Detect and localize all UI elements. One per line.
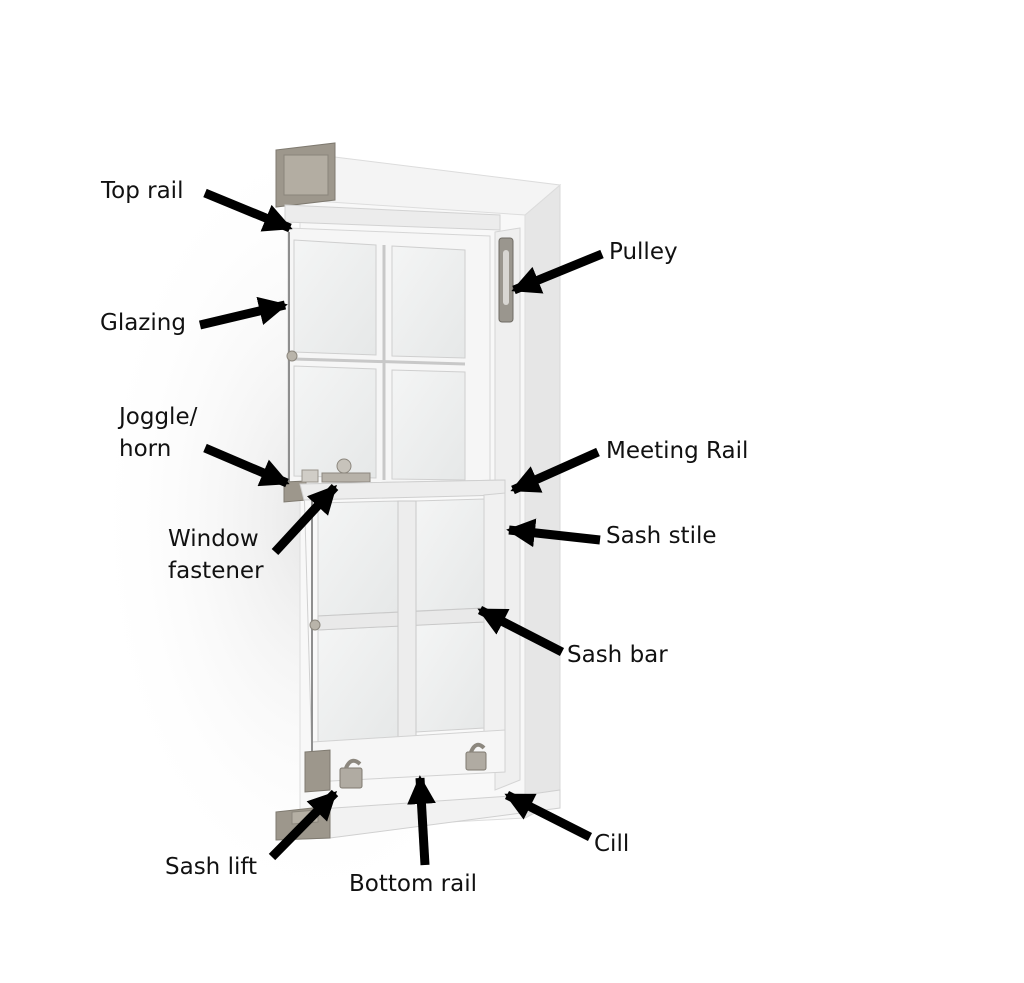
label-glazing: Glazing <box>100 310 186 336</box>
arrow-pulley <box>511 249 604 295</box>
bottom-rail-section <box>304 749 331 793</box>
label-sash-stile: Sash stile <box>606 523 717 549</box>
arrow-sash-lift <box>268 789 339 861</box>
label-meeting-rail: Meeting Rail <box>606 438 749 464</box>
lower-sash <box>299 479 506 783</box>
label-bottom-rail: Bottom rail <box>349 871 478 897</box>
arrow-sash-bar <box>477 605 565 657</box>
sash-lift-icon <box>339 742 487 789</box>
arrow-meeting-rail <box>510 447 600 495</box>
label-window-fastener-line2: fastener <box>168 558 264 584</box>
upper-sash <box>286 227 491 489</box>
arrow-window-fastener <box>271 483 339 556</box>
window-fastener-icon <box>301 458 371 483</box>
label-sash-bar: Sash bar <box>567 642 668 668</box>
label-pulley: Pulley <box>609 239 678 265</box>
label-sash-lift: Sash lift <box>165 854 258 880</box>
pulley-icon <box>498 237 514 323</box>
label-top-rail: Top rail <box>101 178 184 204</box>
arrow-sash-stile <box>506 518 601 548</box>
arrow-joggle <box>203 443 290 488</box>
arrow-bottom-rail <box>407 775 436 866</box>
label-cill: Cill <box>594 831 630 857</box>
label-joggle-line2: horn <box>119 436 172 462</box>
label-joggle-line1: Joggle/ <box>119 404 198 430</box>
arrow-cill <box>504 790 593 842</box>
arrow-top-rail <box>203 188 293 233</box>
callout-arrows <box>198 188 604 866</box>
label-window-fastener-line1: Window <box>168 526 259 552</box>
arrow-glazing <box>198 296 288 330</box>
